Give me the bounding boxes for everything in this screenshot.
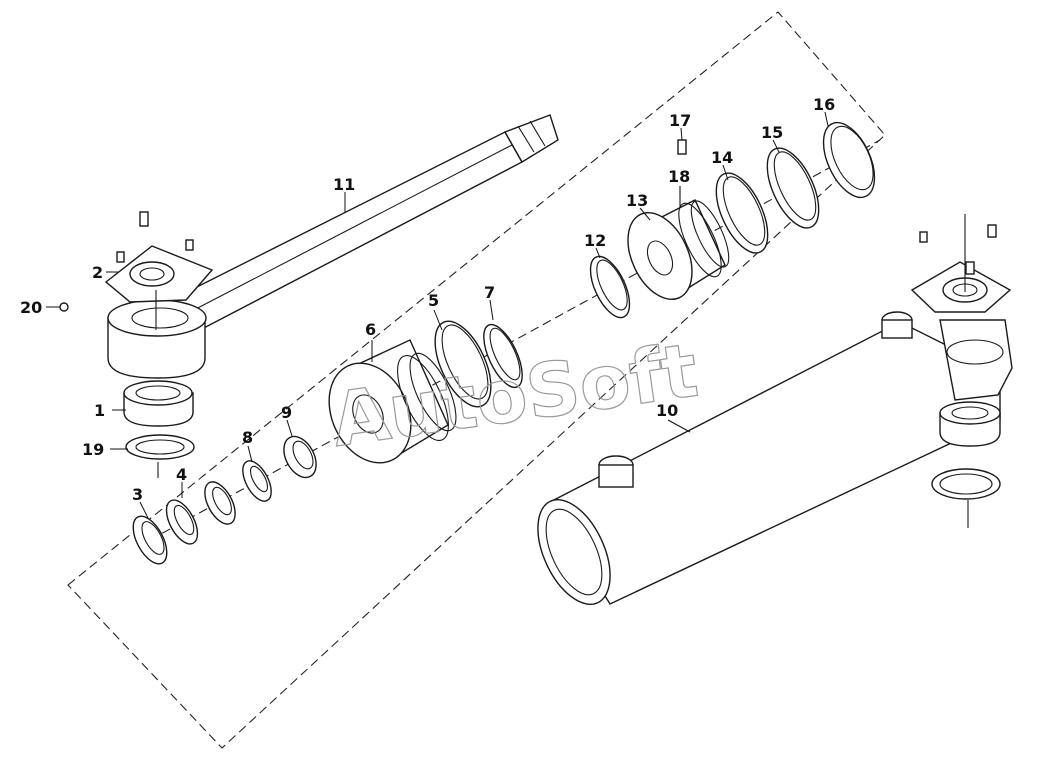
nut-20 bbox=[59, 302, 69, 312]
guide-ring bbox=[204, 481, 236, 525]
grease-fitting-left bbox=[116, 211, 194, 263]
callout-9: 9 bbox=[281, 403, 292, 422]
wiper-ring-3 bbox=[132, 515, 168, 565]
barrel-bushing bbox=[939, 401, 1001, 447]
seal-ring-15 bbox=[766, 147, 820, 229]
callout-1: 1 bbox=[94, 401, 105, 420]
bushing bbox=[123, 380, 194, 427]
callout-4: 4 bbox=[176, 465, 187, 484]
callout-10: 10 bbox=[656, 401, 678, 420]
o-ring-12 bbox=[589, 255, 631, 319]
piston-rod bbox=[173, 114, 559, 331]
piston bbox=[627, 199, 730, 301]
callout-labels: 1 2 3 4 5 6 7 8 9 10 11 12 13 14 15 16 1… bbox=[20, 95, 835, 504]
callout-6: 6 bbox=[365, 320, 376, 339]
seal-ring-4 bbox=[165, 499, 199, 545]
rod-end-eye bbox=[104, 245, 214, 379]
callout-8: 8 bbox=[242, 428, 253, 447]
bushing-9 bbox=[283, 435, 317, 479]
callout-2: 2 bbox=[92, 263, 103, 282]
callout-14: 14 bbox=[711, 148, 733, 167]
seal-ring-8 bbox=[242, 460, 272, 502]
o-ring-7 bbox=[483, 323, 523, 389]
cylinder-head bbox=[328, 339, 457, 464]
hydraulic-port bbox=[598, 311, 913, 488]
seal-ring-14 bbox=[715, 172, 769, 254]
callout-15: 15 bbox=[761, 123, 783, 142]
callout-18: 18 bbox=[668, 167, 690, 186]
callout-7: 7 bbox=[484, 283, 495, 302]
callout-20: 20 bbox=[20, 298, 42, 317]
callout-13: 13 bbox=[626, 191, 648, 210]
assembly-boundary bbox=[67, 11, 886, 749]
callout-3: 3 bbox=[132, 485, 143, 504]
callout-17: 17 bbox=[669, 111, 691, 130]
o-ring-5 bbox=[434, 320, 492, 408]
callout-5: 5 bbox=[428, 291, 439, 310]
set-screw-17 bbox=[677, 139, 687, 155]
wear-ring-16 bbox=[822, 121, 876, 199]
leader-lines bbox=[46, 111, 829, 519]
callout-11: 11 bbox=[333, 175, 355, 194]
cylinder-barrel bbox=[537, 214, 1013, 606]
callout-19: 19 bbox=[82, 440, 104, 459]
barrel-seal-ring bbox=[931, 468, 1001, 528]
seal-ring-19 bbox=[125, 434, 195, 478]
callout-12: 12 bbox=[584, 231, 606, 250]
grease-fitting-right bbox=[919, 224, 997, 275]
callout-16: 16 bbox=[813, 95, 835, 114]
